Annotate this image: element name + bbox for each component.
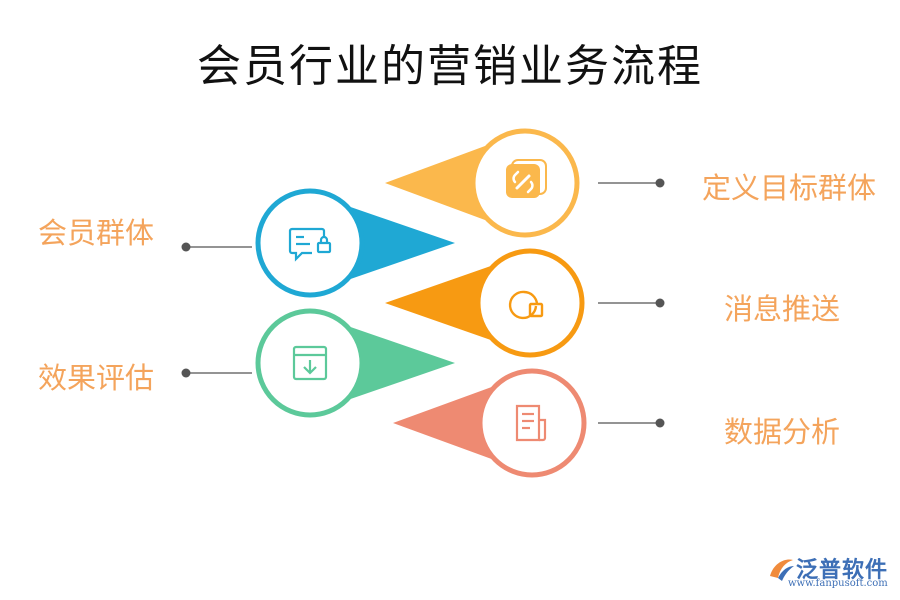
label-define-target-group: 定义目标群体 — [702, 171, 877, 205]
label-data-analysis: 数据分析 — [724, 415, 841, 449]
label-message-push: 消息推送 — [724, 292, 841, 326]
connector-dot-data-analysis — [655, 418, 665, 428]
node-data-analysis — [393, 368, 665, 478]
connector-dot-message-push — [655, 298, 665, 308]
chart-square-icon — [508, 290, 544, 320]
connector-dot-member-group — [181, 242, 191, 252]
node-define-target-group — [385, 128, 665, 238]
chat-lock-icon — [288, 227, 332, 262]
connector-dot-define-target-group — [655, 178, 665, 188]
label-member-group: 会员群体 — [38, 216, 155, 250]
node-effect-evaluation — [181, 308, 455, 418]
logo-name: 泛普软件 — [796, 558, 889, 583]
node-message-push — [385, 248, 665, 358]
connector-dot-effect-evaluation — [181, 368, 191, 378]
document-icon — [515, 404, 547, 442]
link-icon — [506, 159, 547, 198]
node-member-group — [181, 188, 455, 298]
logo-mark-icon — [770, 559, 794, 581]
brand-logo: 泛普软件 www.fanpusoft.com — [766, 552, 896, 596]
download-box-icon — [292, 345, 328, 381]
logo-url: www.fanpusoft.com — [788, 578, 888, 589]
page-title: 会员行业的营销业务流程 — [197, 41, 703, 92]
label-effect-evaluation: 效果评估 — [38, 361, 155, 395]
circle-data-analysis — [477, 368, 587, 478]
